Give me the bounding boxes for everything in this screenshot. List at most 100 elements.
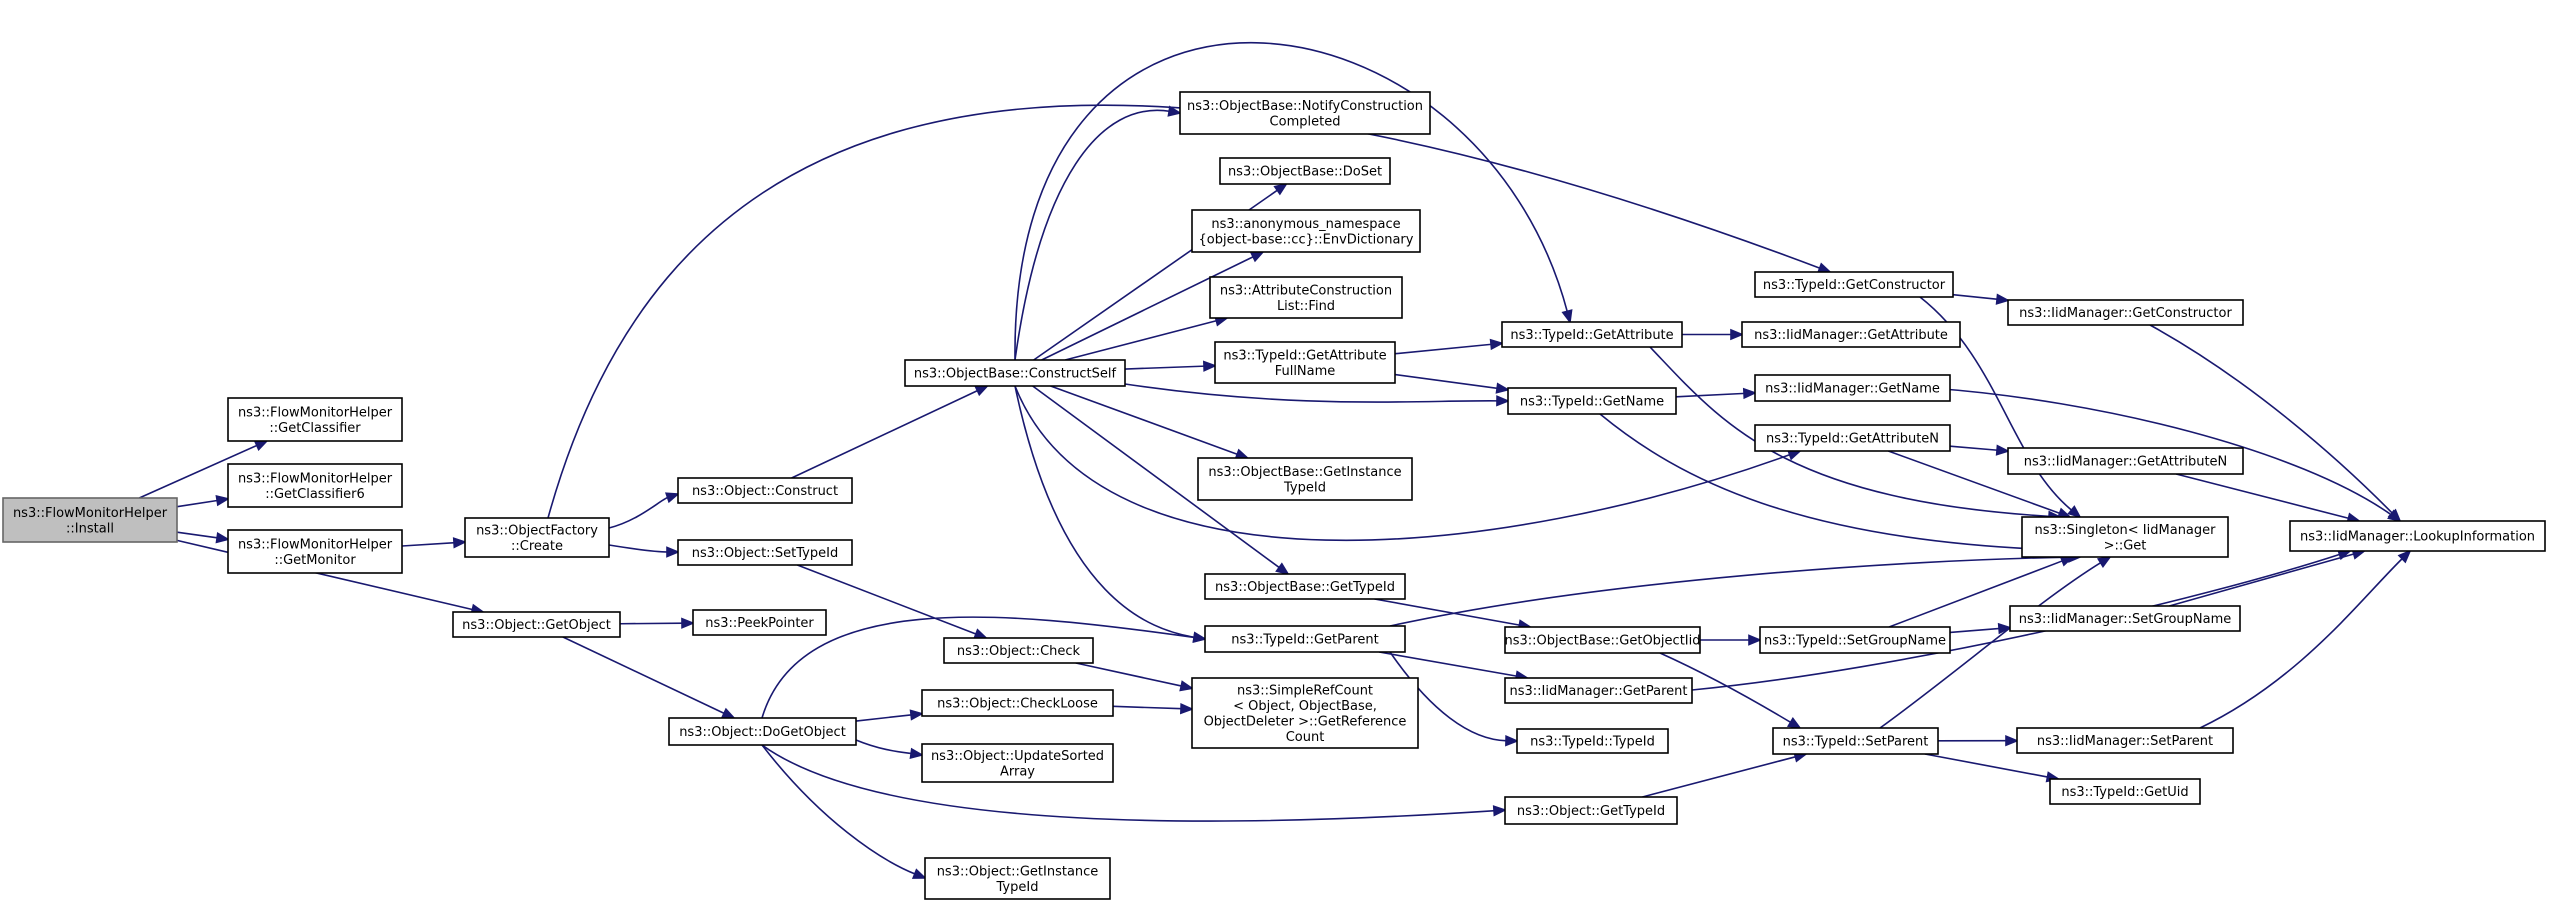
node-label-line: ns3::TypeId::TypeId <box>1530 735 1655 750</box>
edge-line <box>1378 651 1518 678</box>
node-getreferencecount[interactable]: ns3::SimpleRefCount< Object, ObjectBase,… <box>1191 677 1419 749</box>
edge-line <box>1394 373 1499 390</box>
edge-getparent-to-typeid_typeid <box>1389 651 1520 747</box>
node-getobjectiid[interactable]: ns3::ObjectBase::GetObjectIid <box>1504 626 1701 654</box>
node-checkloose[interactable]: ns3::Object::CheckLoose <box>921 689 1114 717</box>
node-settypeid[interactable]: ns3::Object::SetTypeId <box>677 539 853 566</box>
edge-factorycreate-to-getconstructor <box>547 104 1832 519</box>
node-envdictionary[interactable]: ns3::anonymous_namespace{object-base::cc… <box>1191 209 1421 253</box>
edge-setparent-to-iid_setparent <box>1937 735 2020 747</box>
arrowhead <box>1180 702 1195 715</box>
node-obj_gettypeid[interactable]: ns3::Object::GetTypeId <box>1504 796 1678 825</box>
node-label-line: Array <box>1000 764 1035 779</box>
node-box <box>1204 625 1406 653</box>
edge-line <box>855 739 913 755</box>
node-label-line: ns3::FlowMonitorHelper <box>13 506 168 521</box>
node-getobject[interactable]: ns3::Object::GetObject <box>452 611 621 638</box>
edge-getattributen-to-iid_getattributen <box>1949 444 2011 456</box>
node-box <box>2 497 178 543</box>
node-getconstructor[interactable]: ns3::TypeId::GetConstructor <box>1754 271 1954 298</box>
node-box <box>227 463 403 508</box>
edge-getattribute-to-iid_getattribute <box>1682 328 1745 341</box>
node-label-line: < Object, ObjectBase, <box>1233 699 1377 714</box>
node-notifyconstruction[interactable]: ns3::ObjectBase::NotifyConstructionCompl… <box>1179 91 1431 135</box>
node-singletonget[interactable]: ns3::Singleton< IidManager >::Get <box>2021 516 2229 558</box>
node-setparent[interactable]: ns3::TypeId::SetParent <box>1772 727 1939 755</box>
edge-line <box>608 496 669 529</box>
edge-line <box>855 713 913 722</box>
edge-line <box>761 744 1496 822</box>
node-getname[interactable]: ns3::TypeId::GetName <box>1507 387 1677 415</box>
node-box <box>2289 520 2546 552</box>
arrowhead <box>1496 395 1511 407</box>
node-box <box>1772 727 1939 755</box>
node-box <box>2021 516 2229 558</box>
arrowhead <box>974 385 990 397</box>
node-dogetobject[interactable]: ns3::Object::DoGetObject <box>668 717 857 746</box>
edge-line <box>1888 559 2064 628</box>
node-iid_setgroupname[interactable]: ns3::IidManager::SetGroupName <box>2009 605 2241 632</box>
edge-setparent-to-singletonget <box>1879 555 2112 729</box>
node-factorycreate[interactable]: ns3::ObjectFactory::Create <box>464 517 610 558</box>
node-box <box>943 637 1094 664</box>
node-typeid_typeid[interactable]: ns3::TypeId::TypeId <box>1516 728 1669 754</box>
node-iid_getconstructor[interactable]: ns3::IidManager::GetConstructor <box>2007 299 2244 326</box>
node-label-line: ns3::ObjectBase::DoSet <box>1228 165 1382 180</box>
node-iid_getparent[interactable]: ns3::IidManager::GetParent <box>1504 677 1693 704</box>
node-doset[interactable]: ns3::ObjectBase::DoSet <box>1219 157 1391 185</box>
node-label-line: ns3::ObjectFactory <box>476 523 598 538</box>
node-label-line: ObjectDeleter >::GetReference <box>1204 714 1407 729</box>
node-box <box>924 857 1111 900</box>
node-label-line: ns3::FlowMonitorHelper <box>238 405 393 420</box>
node-iid_getattributen[interactable]: ns3::IidManager::GetAttributeN <box>2007 447 2244 475</box>
node-install[interactable]: ns3::FlowMonitorHelper::Install <box>2 497 178 543</box>
edge-constructself-to-getattribute <box>1014 41 1573 361</box>
node-iid_setparent[interactable]: ns3::IidManager::SetParent <box>2016 727 2234 754</box>
edge-factorycreate-to-settypeid <box>608 544 681 558</box>
node-label-line: {object-base::cc}::EnvDictionary <box>1199 232 1414 247</box>
node-label-line: ns3::SimpleRefCount <box>1237 683 1373 698</box>
edge-setgroupname-to-singletonget <box>1888 555 2075 628</box>
node-box <box>1504 677 1693 704</box>
node-label-line: ns3::IidManager::GetAttributeN <box>2024 455 2228 470</box>
edge-line <box>1394 343 1493 355</box>
node-iid_getname[interactable]: ns3::IidManager::GetName <box>1754 374 1951 402</box>
node-check[interactable]: ns3::Object::Check <box>943 637 1094 664</box>
node-getattribute[interactable]: ns3::TypeId::GetAttribute <box>1501 321 1683 348</box>
node-obgettypeid[interactable]: ns3::ObjectBase::GetTypeId <box>1204 573 1406 600</box>
edge-line <box>2169 552 2355 607</box>
node-setgroupname[interactable]: ns3::TypeId::SetGroupName <box>1759 626 1951 654</box>
arrowhead <box>2005 735 2020 747</box>
node-box <box>668 717 857 746</box>
edge-line <box>1949 445 1999 452</box>
node-getclassifier6[interactable]: ns3::FlowMonitorHelper::GetClassifier6 <box>227 463 403 508</box>
node-getclassifier[interactable]: ns3::FlowMonitorHelper::GetClassifier <box>227 397 403 442</box>
node-construct[interactable]: ns3::Object::Construct <box>677 477 853 504</box>
edge-line <box>619 622 684 625</box>
node-box <box>1754 424 1951 452</box>
node-label-line: ns3::TypeId::GetName <box>1520 395 1664 410</box>
edge-constructself-to-attrfind <box>1064 315 1230 361</box>
edge-dogetobject-to-getparent <box>761 616 1208 719</box>
node-peekpointer[interactable]: ns3::PeekPointer <box>692 609 827 636</box>
node-label-line: ::Create <box>511 539 563 554</box>
node-constructself[interactable]: ns3::ObjectBase::ConstructSelf <box>904 359 1126 387</box>
edge-constructself-to-getattributefullname <box>1124 360 1218 372</box>
node-getmonitor[interactable]: ns3::FlowMonitorHelper::GetMonitor <box>227 529 403 574</box>
edge-line <box>797 564 978 636</box>
node-getuid[interactable]: ns3::TypeId::GetUid <box>2049 778 2201 805</box>
edge-line <box>608 544 669 553</box>
node-iid_getattribute[interactable]: ns3::IidManager::GetAttribute <box>1741 321 1961 348</box>
edge-getparent-to-singletonget <box>1389 551 2083 627</box>
edge-line <box>2199 557 2404 729</box>
node-getparent[interactable]: ns3::TypeId::GetParent <box>1204 625 1406 653</box>
node-lookupinformation[interactable]: ns3::IidManager::LookupInformation <box>2289 520 2546 552</box>
edge-line <box>1659 652 1792 724</box>
node-getattributen[interactable]: ns3::TypeId::GetAttributeN <box>1754 424 1951 452</box>
